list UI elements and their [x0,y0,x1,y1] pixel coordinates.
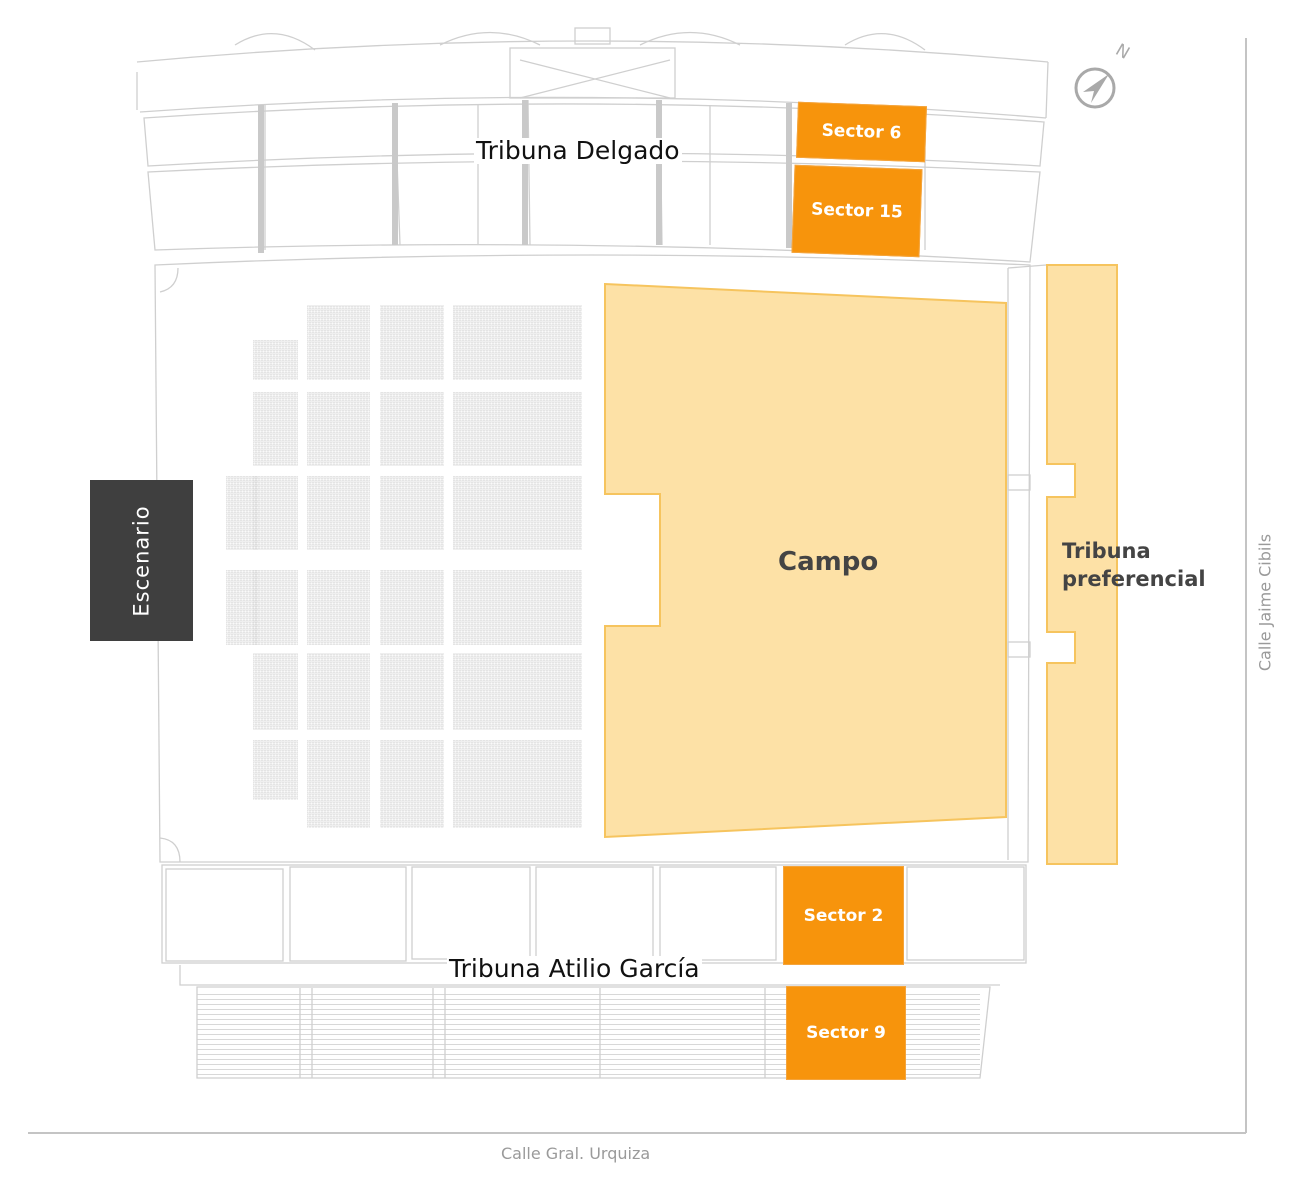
seat-block [307,653,370,730]
field-label[interactable]: Campo [778,547,879,577]
seat-block [253,392,298,466]
sector-9-button[interactable]: Sector 9 [786,986,906,1080]
seat-block [453,653,582,730]
sector-15-button[interactable]: Sector 15 [791,164,923,258]
north-stand-columns [258,100,792,253]
stand-label-south: Tribuna Atilio García [447,954,702,983]
floor-seating [226,305,582,828]
seat-block [380,476,444,550]
seat-block [453,476,582,550]
seat-block [253,653,298,730]
seat-block [453,570,582,645]
street-label-right: Calle Jaime Cibils [1255,533,1275,672]
seat-block [380,392,444,466]
seat-block [253,740,298,800]
seat-block [307,570,370,645]
seat-block [226,570,258,645]
seat-block [380,305,444,380]
stand-label-east[interactable]: Tribuna preferencial [1062,539,1206,591]
seat-block [380,653,444,730]
sector-2-button[interactable]: Sector 2 [783,866,904,965]
seat-block [453,740,582,828]
seat-block [380,570,444,645]
preferential-stand-area [1046,264,1118,865]
stage-block [90,480,193,641]
seat-block [307,740,370,828]
arena-outline [154,254,1047,863]
compass-icon [1074,67,1116,109]
seat-block [453,305,582,380]
street-label-bottom: Calle Gral. Urquiza [501,1144,651,1163]
stand-label-north: Tribuna Delgado [474,136,682,165]
seat-block [226,476,258,550]
seat-block [380,740,444,828]
seat-block [253,476,298,550]
seat-block [307,476,370,550]
north-stand-outline [136,27,1049,263]
field-area [604,282,1007,839]
seat-block [253,570,298,645]
stage: Escenario [90,480,193,641]
stage-label: Escenario [129,504,154,617]
seat-block [453,392,582,466]
seat-block [307,305,370,380]
seat-block [307,392,370,466]
seat-block [253,340,298,380]
south-stand-aisles [299,988,766,1078]
sector-6-button[interactable]: Sector 6 [796,101,927,163]
